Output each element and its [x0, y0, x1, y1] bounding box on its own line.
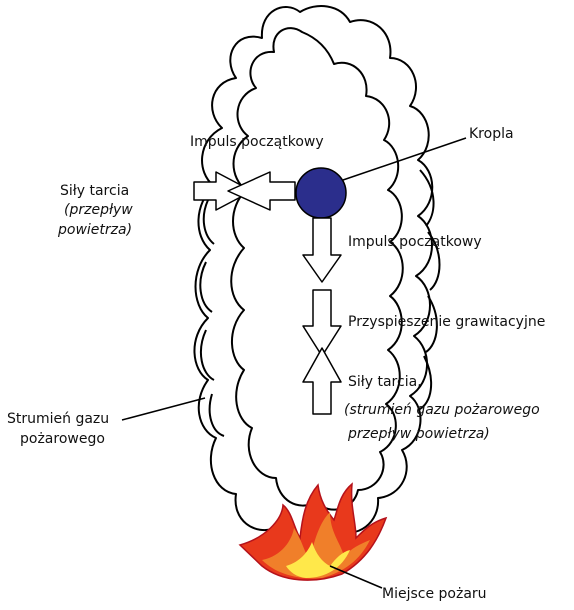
label-drop: Kropla	[469, 125, 514, 143]
label-plume-1: Strumień gazu	[7, 410, 109, 428]
label-initial-impulse-top: Impuls początkowy	[190, 133, 324, 151]
plume-pointer-line	[122, 398, 205, 420]
label-gravity: Przyspieszenie grawitacyjne	[348, 313, 545, 331]
label-initial-impulse-right: Impuls początkowy	[348, 233, 482, 251]
drop-pointer-line	[343, 138, 466, 180]
flame-icon	[240, 484, 386, 580]
initial-impulse-arrow	[303, 218, 341, 282]
label-friction-right-note-1: (strumień gazu pożarowego	[344, 401, 540, 419]
label-fire-source: Miejsce pożaru	[382, 585, 487, 603]
impulse-arrow-horizontal	[228, 172, 295, 210]
friction-arrow-up	[303, 348, 341, 414]
label-friction-right-note-2: przepływ powietrza)	[348, 425, 490, 443]
label-plume-2: pożarowego	[20, 430, 105, 448]
label-friction-left-note-1: (przepływ	[64, 201, 133, 219]
label-friction-left: Siły tarcia	[60, 182, 129, 200]
fire-pointer-line	[330, 566, 382, 588]
label-friction-left-note-2: powietrza)	[58, 221, 132, 239]
gravity-arrow	[303, 290, 341, 356]
drop-circle	[296, 168, 346, 218]
label-friction-right: Siły tarcia,	[348, 373, 422, 391]
